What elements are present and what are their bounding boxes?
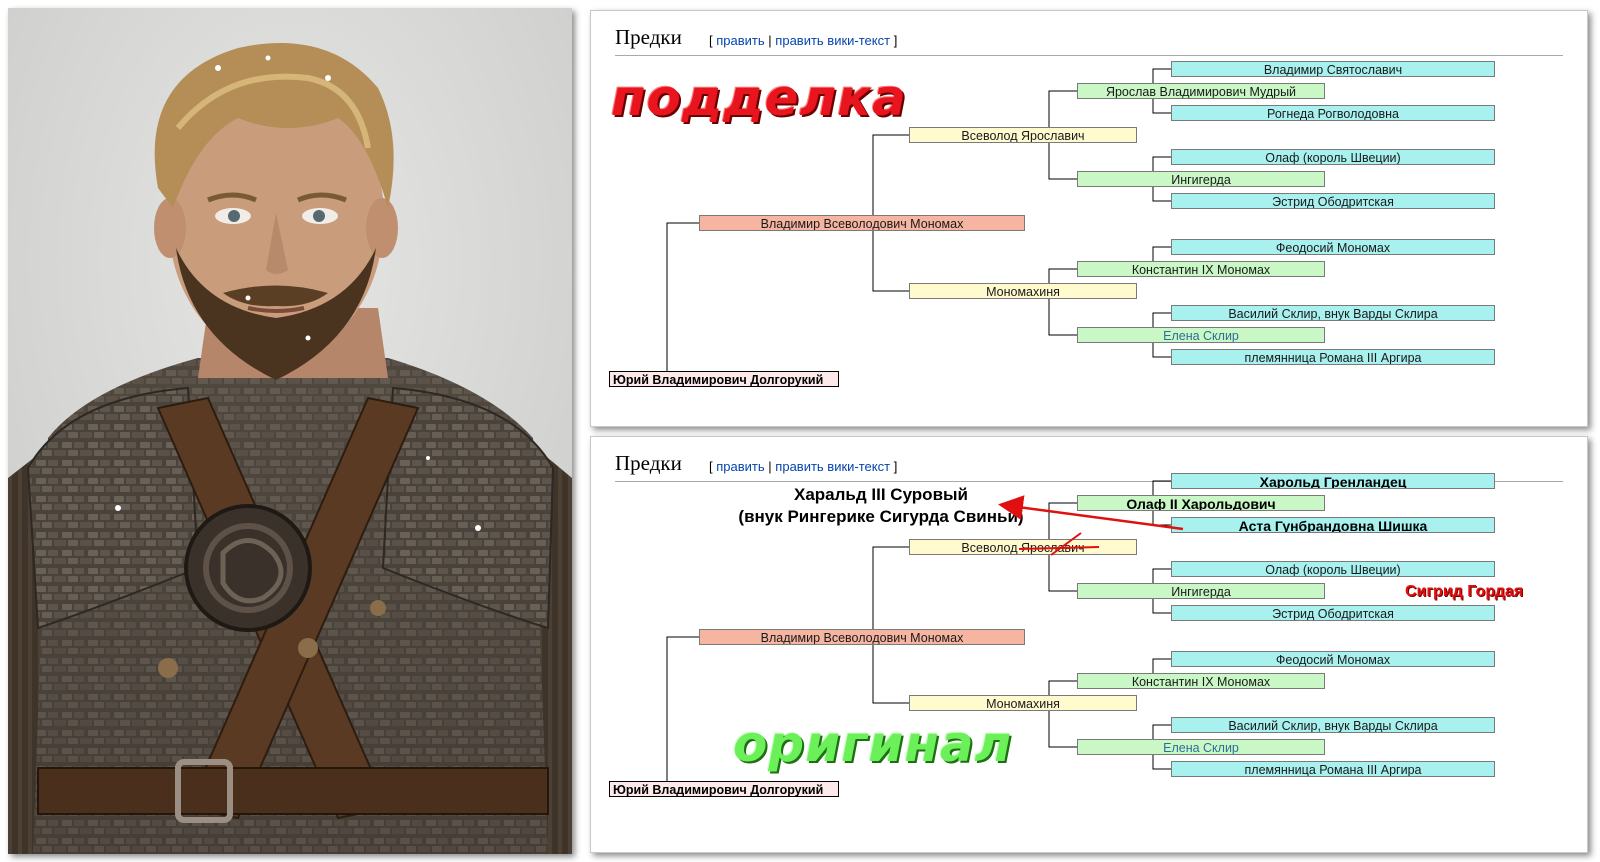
person-ggf-2[interactable]: Ингигерда: [1077, 583, 1325, 599]
person-g-7[interactable]: племянница Романа III Аргира: [1171, 761, 1495, 777]
annotation-line-1: Харальд III Суровый: [794, 485, 968, 504]
person-g-2[interactable]: Рогнеда Рогволодовна: [1171, 105, 1495, 121]
portrait-illustration: [8, 8, 572, 854]
person-grandmother[interactable]: Мономахиня: [909, 695, 1137, 711]
annotation-sigrid: Сигрид Гордая: [1405, 583, 1524, 600]
person-ggf-4[interactable]: Елена Склир: [1077, 739, 1325, 755]
person-g-5[interactable]: Феодосий Мономах: [1171, 239, 1495, 255]
person-g-1[interactable]: Харольд Гренландец: [1171, 473, 1495, 489]
panel-header: Предки [ править | править вики-текст ]: [615, 21, 1563, 56]
person-ggf-4[interactable]: Елена Склир: [1077, 327, 1325, 343]
person-g-6[interactable]: Василий Склир, внук Варды Склира: [1171, 717, 1495, 733]
panel-title: Предки: [615, 25, 682, 49]
person-ggf-3[interactable]: Константин IX Мономах: [1077, 673, 1325, 689]
edit-wikitext-link[interactable]: править вики-текст: [775, 459, 891, 474]
edit-links: [ править | править вики-текст ]: [709, 33, 898, 48]
person-ggf-2[interactable]: Ингигерда: [1077, 171, 1325, 187]
person-father[interactable]: Владимир Всеволодович Мономах: [699, 629, 1025, 645]
person-grandfather[interactable]: Всеволод Ярославич: [909, 127, 1137, 143]
person-grandfather[interactable]: Всеволод Ярославич: [909, 539, 1137, 555]
person-father[interactable]: Владимир Всеволодович Мономах: [699, 215, 1025, 231]
ancestors-panel-fake: Предки [ править | править вики-текст ]: [590, 10, 1588, 427]
edit-link[interactable]: править: [716, 459, 765, 474]
person-grandmother[interactable]: Мономахиня: [909, 283, 1137, 299]
person-g-3[interactable]: Олаф (король Швеции): [1171, 149, 1495, 165]
person-g-3[interactable]: Олаф (король Швеции): [1171, 561, 1495, 577]
fake-stamp: подделка: [611, 69, 907, 127]
edit-links: [ править | править вики-текст ]: [709, 459, 898, 474]
person-g-7[interactable]: племянница Романа III Аргира: [1171, 349, 1495, 365]
person-g-1[interactable]: Владимир Святославич: [1171, 61, 1495, 77]
ancestors-panel-original: Предки [ править | править вики-текст ]: [590, 436, 1588, 853]
annotation-line-2: (внук Рингерике Сигурда Свиньи): [738, 507, 1024, 526]
person-ggf-3[interactable]: Константин IX Мономах: [1077, 261, 1325, 277]
person-subject[interactable]: Юрий Владимирович Долгорукий: [609, 781, 839, 797]
person-g-4[interactable]: Эстрид Ободритская: [1171, 193, 1495, 209]
panel-title: Предки: [615, 451, 682, 475]
person-ggf-1[interactable]: Олаф II Харольдович: [1077, 495, 1325, 511]
person-subject[interactable]: Юрий Владимирович Долгорукий: [609, 371, 839, 387]
person-g-5[interactable]: Феодосий Мономах: [1171, 651, 1495, 667]
portrait-photo: [8, 8, 572, 854]
person-g-6[interactable]: Василий Склир, внук Варды Склира: [1171, 305, 1495, 321]
edit-link[interactable]: править: [716, 33, 765, 48]
person-g-4[interactable]: Эстрид Ободритская: [1171, 605, 1495, 621]
annotation-harald: Харальд III Суровый (внук Рингерике Сигу…: [731, 484, 1031, 528]
original-stamp: оригинал: [733, 715, 1013, 773]
edit-wikitext-link[interactable]: править вики-текст: [775, 33, 891, 48]
panel-header: Предки [ править | править вики-текст ]: [615, 447, 1563, 482]
person-ggf-1[interactable]: Ярослав Владимирович Мудрый: [1077, 83, 1325, 99]
person-g-2[interactable]: Аста Гунбрандовна Шишка: [1171, 517, 1495, 533]
